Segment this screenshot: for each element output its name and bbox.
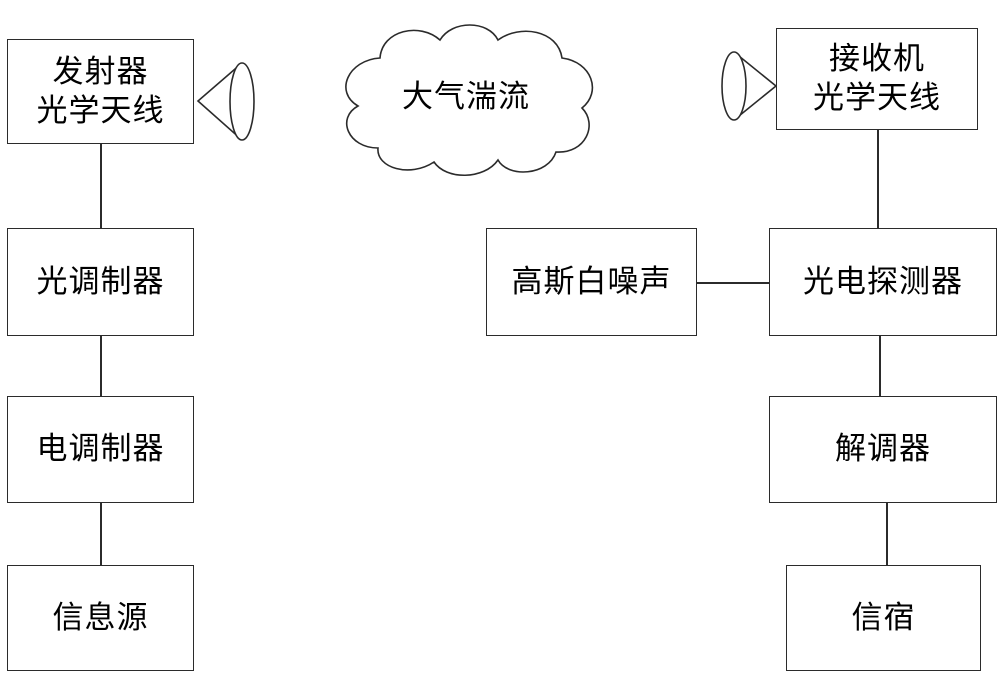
electrical-modulator-label: 电调制器 [36, 431, 165, 467]
link-noise-to-photodetector [697, 282, 769, 284]
electrical-modulator-box: 电调制器 [7, 396, 194, 503]
link-photodetector-to-demodulator [879, 336, 881, 396]
receiver-antenna-label-line1: 接收机 [829, 41, 925, 77]
transmitter-antenna-cone-icon [196, 62, 255, 141]
information-sink-label: 信宿 [851, 599, 916, 636]
information-source-label: 信息源 [52, 599, 149, 636]
link-electrical-modulator-to-source [100, 503, 102, 565]
transmitter-optical-antenna-box: 发射器 光学天线 [7, 39, 194, 144]
photodetector-box: 光电探测器 [769, 228, 997, 336]
photodetector-label: 光电探测器 [803, 263, 963, 300]
link-tx-antenna-to-optical-modulator [100, 144, 102, 228]
atmospheric-turbulence-cloud-icon [345, 24, 594, 177]
demodulator-box: 解调器 [769, 396, 997, 503]
receiver-optical-antenna-box: 接收机 光学天线 [776, 28, 978, 130]
atmospheric-turbulence-label: 大气湍流 [402, 79, 530, 115]
gaussian-white-noise-label: 高斯白噪声 [511, 263, 672, 300]
link-rx-antenna-to-photodetector [877, 130, 879, 228]
information-source-box: 信息源 [7, 565, 194, 671]
transmitter-antenna-label-line2: 光学天线 [36, 92, 165, 129]
transmitter-antenna-label-line1: 发射器 [52, 53, 149, 90]
link-optical-to-electrical-modulator [100, 336, 102, 396]
receiver-antenna-label-line2: 光学天线 [813, 80, 941, 116]
demodulator-label: 解调器 [835, 431, 931, 467]
link-demodulator-to-sink [886, 503, 888, 565]
information-sink-box: 信宿 [786, 565, 981, 671]
optical-modulator-box: 光调制器 [7, 228, 194, 336]
optical-modulator-label: 光调制器 [36, 263, 165, 300]
receiver-antenna-cone-icon [721, 51, 778, 121]
gaussian-white-noise-box: 高斯白噪声 [486, 228, 697, 336]
